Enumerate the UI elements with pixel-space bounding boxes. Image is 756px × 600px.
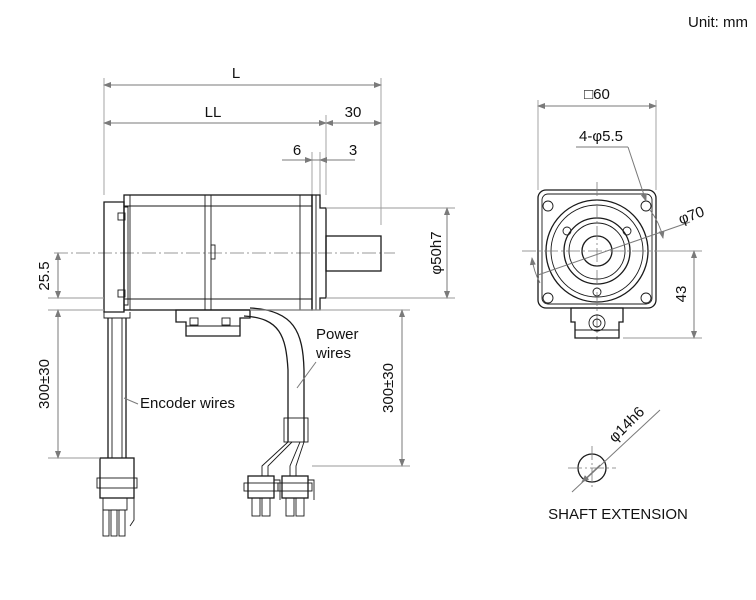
dim-43-label: 43: [673, 286, 690, 303]
dim-300-right-label: 300±30: [380, 363, 397, 413]
dimension-300-right: 300±30: [250, 309, 410, 467]
shaft-extension-view: φ14h6 SHAFT EXTENSION: [548, 404, 688, 523]
dim-phi50-label: φ50h7: [428, 231, 445, 274]
dim-300-left-label: 300±30: [36, 359, 53, 409]
dim-phi70-label: φ70: [676, 203, 707, 228]
dimension-300-left: 300±30: [36, 309, 104, 459]
unit-label: Unit: mm: [688, 14, 748, 31]
dim-sq60-label: □60: [584, 86, 610, 103]
dim-LL-label: LL: [205, 104, 222, 121]
dim-6-label: 6: [293, 142, 301, 159]
dim-L-label: L: [232, 65, 240, 82]
power-wires-label-2: wires: [315, 345, 351, 362]
shaft-extension-title: SHAFT EXTENSION: [548, 506, 688, 523]
dim-holes-label: 4-φ5.5: [579, 128, 623, 145]
side-view: L LL 30 6 3: [36, 65, 455, 537]
dim-3-label: 3: [349, 142, 357, 159]
dim-25-5-label: 25.5: [36, 261, 53, 290]
dim-30-label: 30: [345, 104, 362, 121]
dimension-sq60: □60: [537, 86, 657, 190]
dimension-L: L: [103, 65, 382, 225]
front-view: □60 4-φ5.5 φ70: [522, 86, 707, 340]
dimension-phi50: φ50h7: [326, 207, 455, 299]
encoder-wires-label: Encoder wires: [140, 395, 235, 412]
dimension-6-3: 6 3: [282, 142, 357, 195]
dimension-25-5: 25.5: [36, 252, 104, 299]
dimension-30: 30: [325, 104, 382, 126]
power-wires-label-1: Power: [316, 326, 359, 343]
dim-phi14-label: φ14h6: [606, 404, 649, 447]
dimension-43: 43: [623, 250, 702, 339]
dimension-LL: LL: [103, 104, 327, 195]
